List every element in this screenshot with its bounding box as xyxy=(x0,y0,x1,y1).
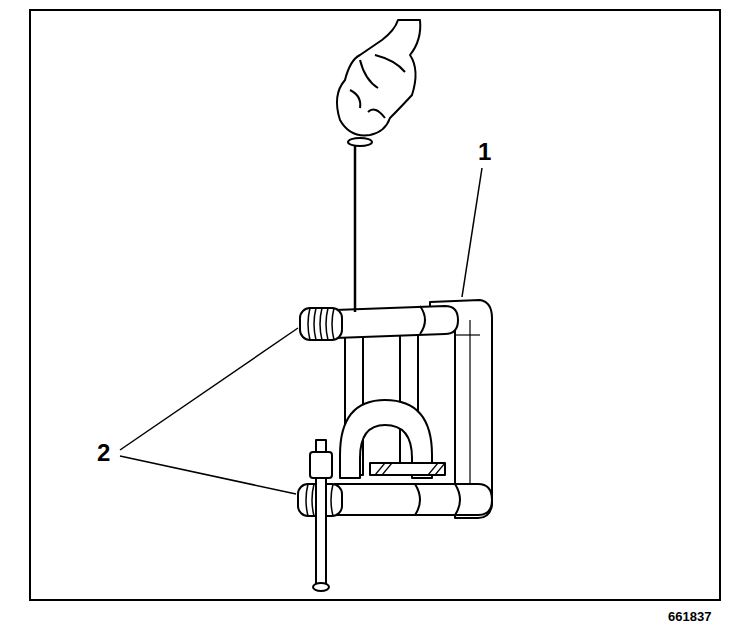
hand-with-pick xyxy=(337,20,420,312)
leader-lines xyxy=(120,168,482,494)
callout-number: 1 xyxy=(478,140,491,164)
figure-number: 661837 xyxy=(668,610,711,623)
brake-caliper xyxy=(298,300,492,591)
figure-frame xyxy=(30,10,720,600)
callout-number: 2 xyxy=(97,441,110,465)
